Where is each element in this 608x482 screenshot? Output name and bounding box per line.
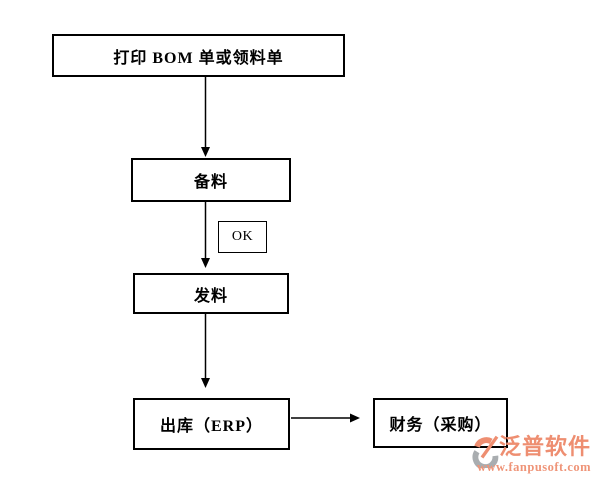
node-prepare-material: 备料: [131, 158, 291, 202]
node-finance-purchase-label: 财务（采购）: [389, 417, 492, 434]
node-print-bom: 打印 BOM 单或领料单: [52, 34, 345, 77]
node-ok-status: OK: [218, 221, 267, 253]
node-ok-status-label: OK: [231, 229, 254, 244]
node-issue-material: 发料: [133, 273, 289, 314]
fanpu-logo: 泛普软件 www.fanpusoft.com: [468, 428, 608, 480]
node-outbound-erp-label: 出库（ERP）: [159, 418, 263, 435]
node-issue-material-label: 发料: [193, 287, 228, 305]
arrow-outbound-to-finance: [291, 413, 360, 423]
arrow-print-to-prepare: [201, 77, 210, 157]
arrow-prepare-to-issue: [201, 202, 210, 268]
fanpu-website-url: www.fanpusoft.com: [477, 460, 592, 474]
fanpu-brand-name: 泛普软件: [499, 434, 592, 459]
node-print-bom-label: 打印 BOM 单或领料单: [113, 49, 284, 67]
arrow-issue-to-outbound: [201, 314, 210, 388]
node-finance-purchase: 财务（采购）: [373, 398, 508, 448]
fanpu-swoosh-icon: [472, 435, 499, 468]
node-prepare-material-label: 备料: [193, 174, 228, 191]
node-outbound-erp: 出库（ERP）: [133, 398, 290, 450]
